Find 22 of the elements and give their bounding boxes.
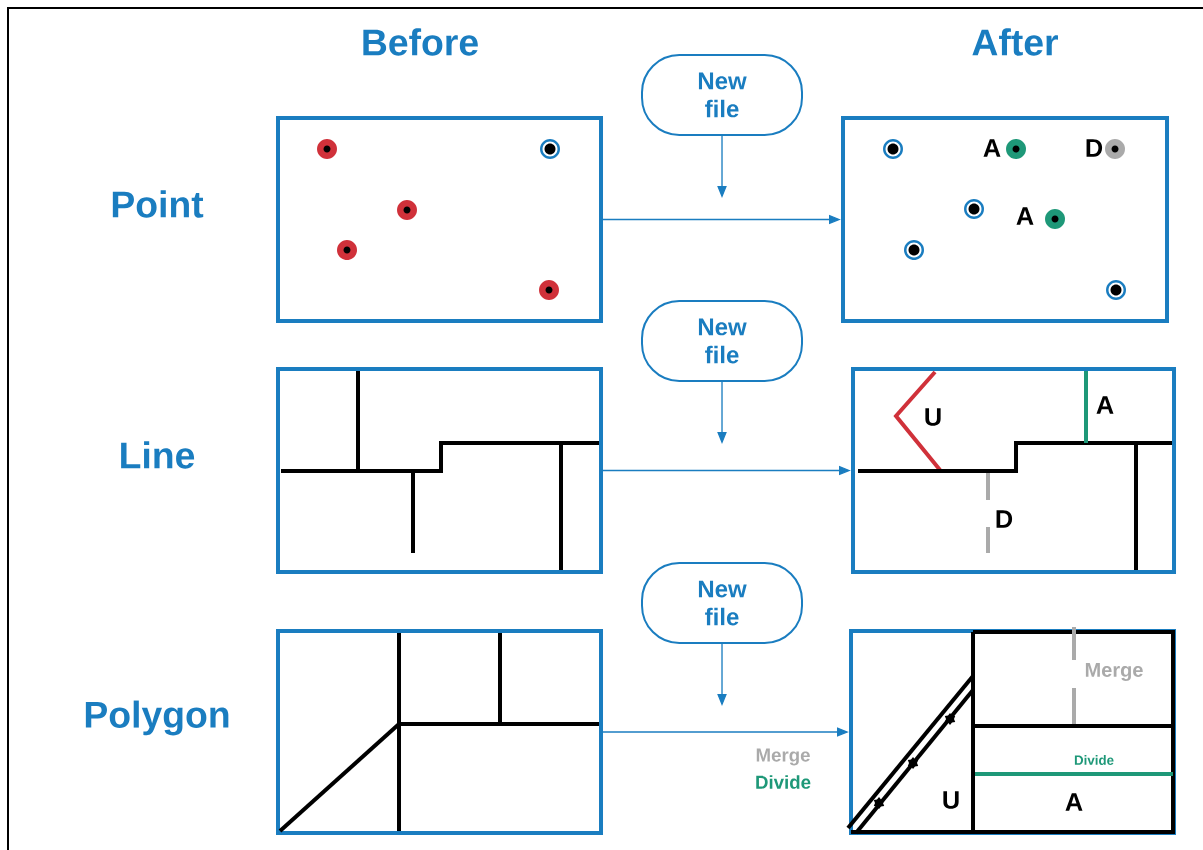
legend-text: Divide bbox=[756, 775, 811, 789]
row-heading: Line bbox=[121, 441, 195, 469]
rounded-box: New file bbox=[641, 54, 803, 136]
change-letter: D bbox=[996, 510, 1013, 528]
map-panel bbox=[841, 116, 1169, 323]
rounded-box: New file bbox=[641, 300, 803, 382]
change-letter: A bbox=[1096, 396, 1114, 414]
change-label: Divide bbox=[1074, 755, 1114, 765]
map-panel bbox=[851, 367, 1176, 574]
map-panel bbox=[276, 629, 603, 835]
map-panel bbox=[849, 629, 1176, 835]
map-panel bbox=[276, 367, 603, 574]
change-letter: U bbox=[943, 791, 959, 809]
row-heading: Point bbox=[112, 190, 204, 218]
map-panel bbox=[276, 116, 603, 323]
rounded-box: New file bbox=[641, 562, 803, 644]
change-letter: U bbox=[925, 408, 941, 426]
change-letter: A bbox=[983, 139, 1001, 157]
change-letter: D bbox=[1086, 139, 1103, 157]
change-letter: A bbox=[1016, 207, 1034, 225]
change-letter: A bbox=[1065, 793, 1083, 811]
change-label: Merge bbox=[1085, 663, 1143, 681]
